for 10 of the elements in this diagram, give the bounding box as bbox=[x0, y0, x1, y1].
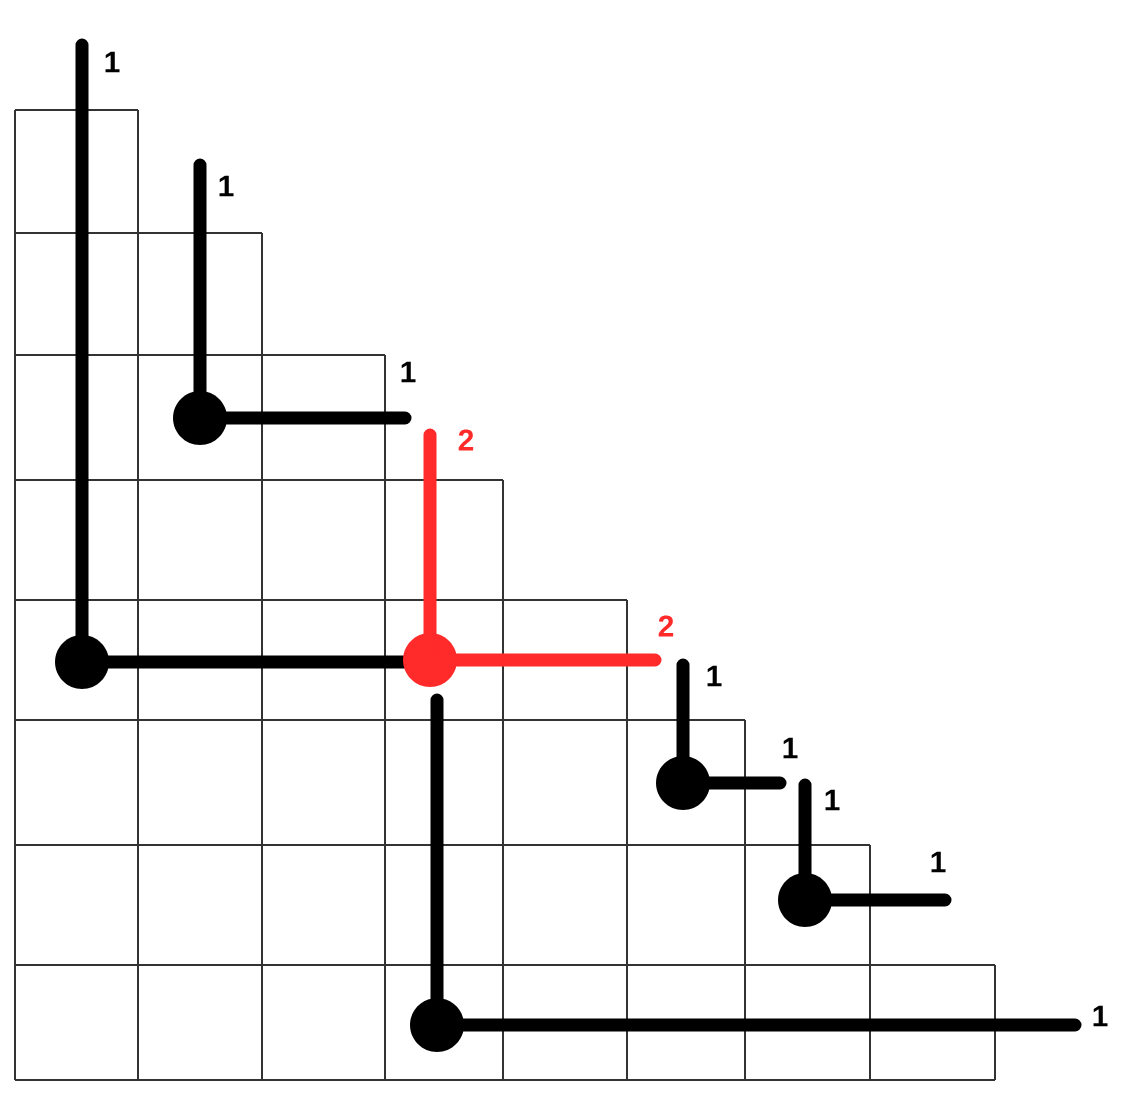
hook-length-number: 1 bbox=[707, 665, 722, 687]
hook-length-number: 2 bbox=[458, 429, 474, 451]
hook-length-number: 1 bbox=[783, 737, 798, 759]
hook-length-number: 1 bbox=[931, 851, 946, 873]
hook-length-number: 1 bbox=[825, 789, 840, 811]
hook-length-number: 2 bbox=[658, 615, 674, 637]
hook-length-number: 1 bbox=[1093, 1005, 1108, 1027]
hook-length-number: 1 bbox=[401, 361, 416, 383]
hook-length-number: 1 bbox=[219, 175, 234, 197]
hook-length-number: 1 bbox=[105, 51, 120, 73]
